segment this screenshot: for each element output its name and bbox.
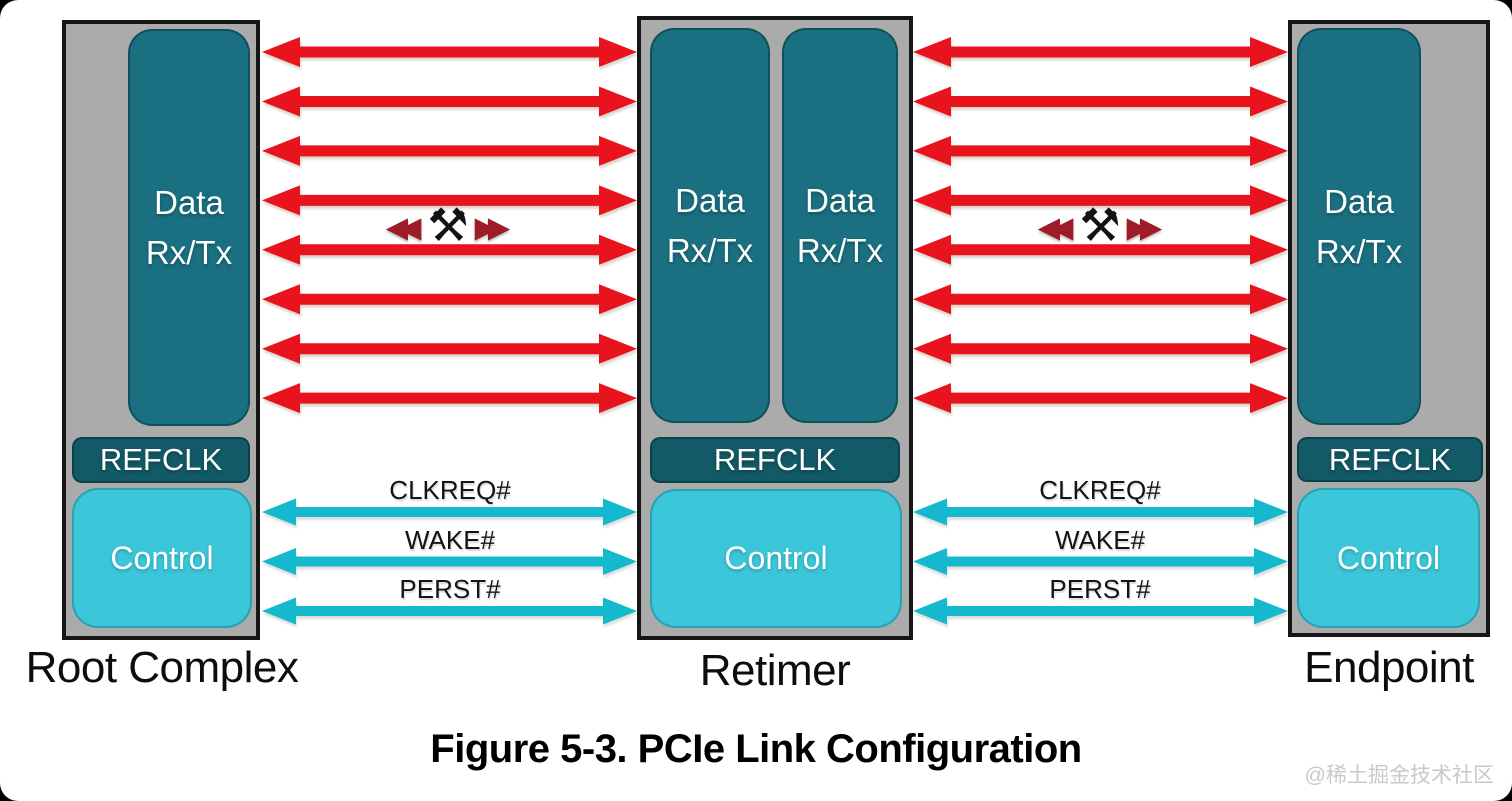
control-signal-arrow-perst-left — [262, 597, 637, 625]
link-tuning-icon-group-left: ◀◀ ⚒ ▶▶ — [385, 198, 511, 252]
signal-label-perst-left: PERST# — [399, 574, 501, 604]
rewind-icon: ◀◀ — [385, 209, 422, 244]
frame-corner-bottom-right — [1494, 783, 1512, 801]
data-lane-arrow-left-8 — [262, 383, 637, 414]
data-lane-arrow-right-6 — [913, 284, 1288, 315]
data-box-label-line1: Data — [675, 182, 745, 219]
data-lane-arrow-right-2 — [913, 86, 1288, 117]
signal-label-perst-right: PERST# — [1049, 574, 1151, 604]
endpoint-block: Data Rx/Tx REFCLK Control — [1288, 20, 1490, 637]
watermark-text: @稀土掘金技术社区 — [1304, 764, 1494, 787]
signal-label-clkreq-left: CLKREQ# — [389, 475, 511, 505]
data-lane-arrow-left-7 — [262, 333, 637, 364]
endpoint-refclk-box: REFCLK — [1297, 437, 1483, 482]
hammer-wrench-icon: ⚒ — [1079, 198, 1121, 252]
control-signal-arrow-clkreq-left — [262, 498, 637, 526]
root-complex-block: Data Rx/Tx REFCLK Control — [62, 20, 260, 640]
retimer-control-box: Control — [650, 489, 902, 628]
data-box-label-line1: Data — [154, 184, 224, 221]
endpoint-label: Endpoint — [1304, 643, 1474, 692]
root-complex-label: Root Complex — [25, 643, 299, 692]
rewind-icon: ◀◀ — [1037, 209, 1074, 244]
frame-corner-top-right — [1494, 0, 1512, 18]
figure-caption: Figure 5-3. PCIe Link Configuration — [430, 727, 1082, 771]
data-lane-arrow-left-2 — [262, 86, 637, 117]
signal-label-wake-right: WAKE# — [1054, 524, 1146, 555]
data-box-label-line1: Data — [805, 182, 875, 219]
link-tuning-icon-group-right: ◀◀ ⚒ ▶▶ — [1037, 198, 1163, 252]
root-complex-control-box: Control — [72, 488, 252, 628]
root-complex-refclk-box: REFCLK — [72, 437, 250, 483]
endpoint-control-box: Control — [1297, 488, 1480, 628]
hammer-wrench-icon: ⚒ — [427, 198, 469, 252]
data-lane-arrow-right-4 — [913, 185, 1288, 216]
data-lane-arrow-left-4 — [262, 185, 637, 216]
data-lane-arrow-right-8 — [913, 383, 1288, 414]
endpoint-data-rxtx-box: Data Rx/Tx — [1297, 28, 1421, 425]
data-lane-arrow-right-7 — [913, 333, 1288, 364]
root-complex-data-rxtx-box: Data Rx/Tx — [128, 29, 250, 426]
retimer-block: Data Rx/Tx Data Rx/Tx REFCLK Control — [637, 16, 913, 640]
data-lane-arrow-right-3 — [913, 135, 1288, 166]
data-lane-arrow-left-1 — [262, 37, 637, 67]
data-box-label-line1: Data — [1324, 183, 1394, 220]
control-signal-arrow-wake-left — [262, 548, 637, 575]
signal-label-clkreq-right: CLKREQ# — [1039, 475, 1161, 505]
retimer-data-rxtx-box-left: Data Rx/Tx — [650, 28, 770, 423]
data-box-label-line2: Rx/Tx — [796, 231, 884, 269]
data-lane-arrow-left-5 — [262, 234, 637, 265]
frame-corner-top-left — [0, 0, 18, 18]
control-signal-arrow-clkreq-right — [913, 498, 1288, 526]
data-lane-arrow-left-6 — [262, 284, 637, 315]
retimer-refclk-box: REFCLK — [650, 437, 900, 483]
retimer-data-rxtx-box-right: Data Rx/Tx — [782, 28, 898, 423]
control-signal-arrow-perst-right — [913, 597, 1288, 625]
data-lane-arrow-right-1 — [913, 37, 1288, 67]
data-box-label-line2: Rx/Tx — [1315, 232, 1403, 270]
data-box-label-line2: Rx/Tx — [666, 231, 754, 269]
signal-label-wake-left: WAKE# — [404, 524, 496, 555]
retimer-label: Retimer — [699, 646, 851, 695]
frame-corner-bottom-left — [0, 783, 18, 801]
fast-forward-icon: ▶▶ — [474, 209, 511, 244]
fast-forward-icon: ▶▶ — [1126, 209, 1163, 244]
data-box-label-line2: Rx/Tx — [145, 233, 233, 271]
data-lane-arrow-right-5 — [913, 234, 1288, 265]
control-signal-arrow-wake-right — [913, 548, 1288, 575]
data-lane-arrow-left-3 — [262, 135, 637, 166]
